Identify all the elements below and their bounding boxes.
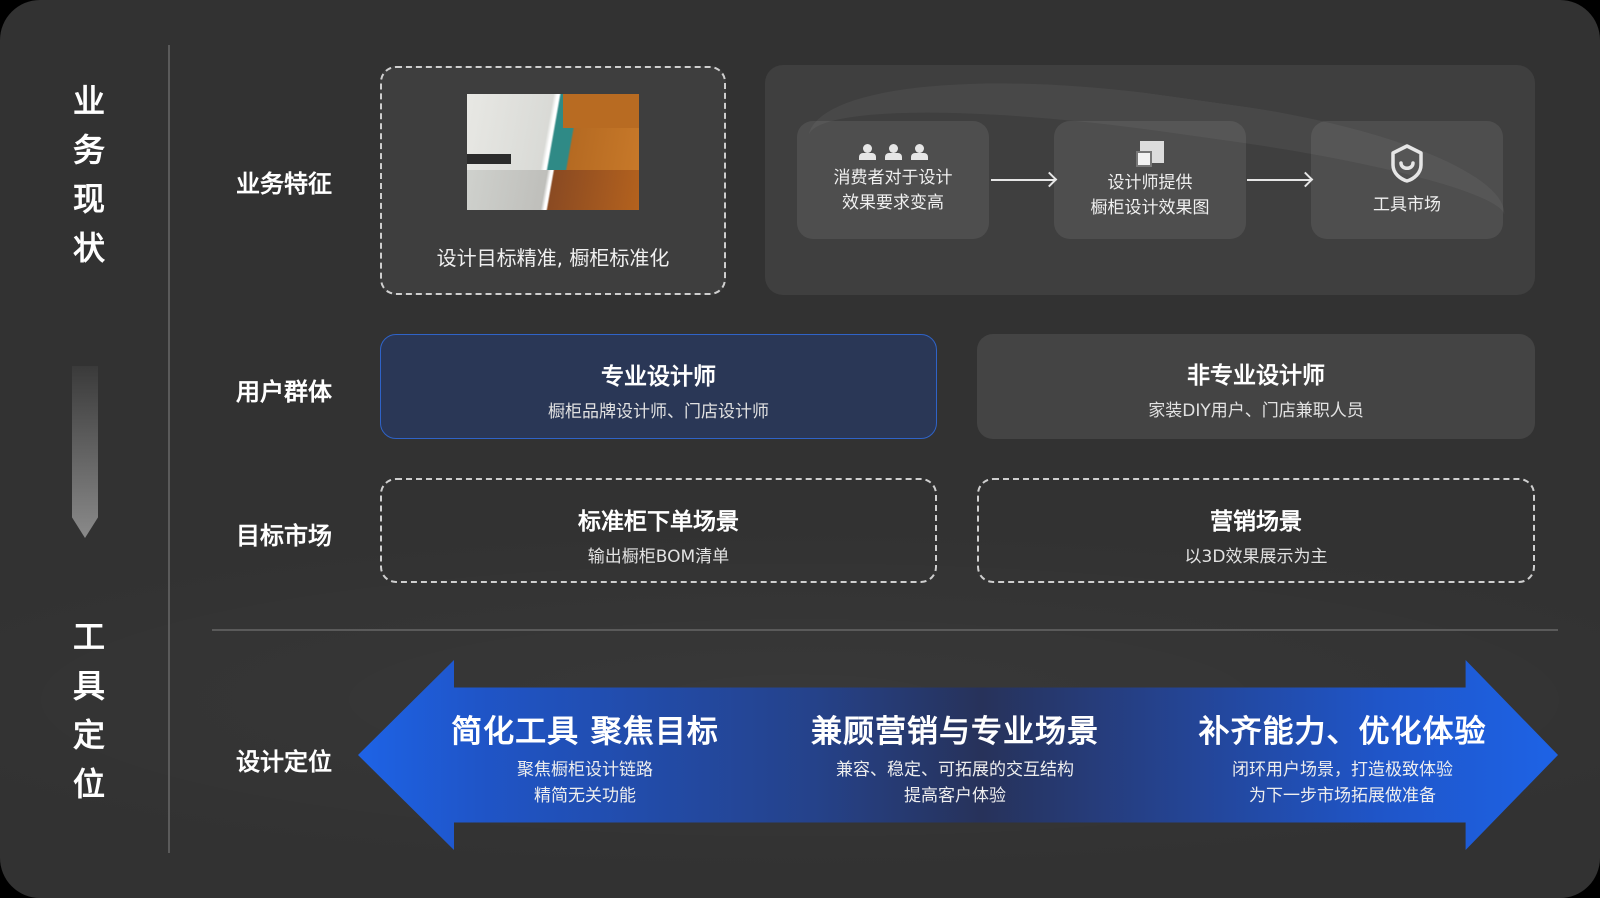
- positioning-block-improve: 补齐能力、优化体验 闭环用户场景，打造极致体验 为下一步市场拓展做准备: [1170, 706, 1515, 809]
- market-title: 标准柜下单场景: [578, 509, 739, 535]
- positioning-title: 补齐能力、优化体验: [1198, 714, 1487, 750]
- positioning-title: 兼顾营销与专业场景: [811, 714, 1099, 750]
- floor-plan-icon: [1134, 139, 1166, 167]
- market-card-marketing: 营销场景 以3D效果展示为主: [977, 478, 1535, 583]
- positioning-line1: 兼容、稳定、可拓展的交互结构: [836, 760, 1074, 780]
- section-title-business-status: 业务现状: [62, 84, 106, 280]
- positioning-line2: 精简无关功能: [534, 786, 636, 806]
- flow-step-text-line2: 效果要求变高: [842, 193, 944, 213]
- positioning-title: 简化工具 聚焦目标: [451, 714, 719, 750]
- double-arrow-banner: [358, 660, 1558, 850]
- positioning-line2: 提高客户体验: [904, 786, 1006, 806]
- user-group-title: 专业设计师: [601, 364, 716, 390]
- section-title-text: 业务现状: [68, 84, 106, 280]
- user-group-card-professional: 专业设计师 橱柜品牌设计师、门店设计师: [380, 334, 937, 439]
- row-label-target-market: 目标市场: [236, 522, 332, 550]
- image-card-caption: 设计目标精准, 橱柜标准化: [436, 246, 670, 270]
- user-group-subtitle: 家装DIY用户、门店兼职人员: [1148, 401, 1364, 421]
- users-icon: [858, 144, 928, 160]
- section-title-tool-positioning: 工具定位: [62, 620, 106, 816]
- row-label-user-groups: 用户群体: [236, 378, 332, 406]
- flow-step-consumer: 消费者对于设计 效果要求变高: [797, 121, 989, 239]
- positioning-line1: 聚焦橱柜设计链路: [517, 760, 653, 780]
- right-arrow-icon: [991, 179, 1055, 181]
- market-card-standard-order: 标准柜下单场景 输出橱柜BOM清单: [380, 478, 937, 583]
- right-arrow-icon: [1247, 179, 1311, 181]
- flow-step-text-line2: 橱柜设计效果图: [1090, 198, 1210, 218]
- flow-step-designer: 设计师提供 橱柜设计效果图: [1054, 121, 1246, 239]
- positioning-line2: 为下一步市场拓展做准备: [1249, 786, 1436, 806]
- flow-step-text-line1: 设计师提供: [1107, 173, 1193, 193]
- user-group-title: 非专业设计师: [1187, 363, 1325, 389]
- market-subtitle: 以3D效果展示为主: [1184, 547, 1328, 567]
- row-label-design-positioning: 设计定位: [236, 748, 332, 776]
- user-group-card-non-professional: 非专业设计师 家装DIY用户、门店兼职人员: [977, 334, 1535, 439]
- down-arrow-icon: [72, 366, 98, 538]
- flow-step-tool-market: 工具市场: [1311, 121, 1503, 239]
- positioning-block-simplify: 简化工具 聚焦目标 聚焦橱柜设计链路 精简无关功能: [430, 706, 740, 809]
- kitchen-comparison-image: [467, 94, 639, 210]
- flow-step-text-line1: 工具市场: [1373, 194, 1441, 215]
- vertical-divider: [168, 45, 170, 853]
- horizontal-divider: [212, 629, 1558, 631]
- flow-step-text-line1: 消费者对于设计: [833, 168, 953, 188]
- positioning-line1: 闭环用户场景，打造极致体验: [1232, 760, 1453, 780]
- shield-smile-icon: [1391, 143, 1423, 183]
- market-subtitle: 输出橱柜BOM清单: [587, 547, 730, 567]
- business-flow-panel: 消费者对于设计 效果要求变高 设计师提供 橱柜设计效果图 工具市场: [765, 65, 1535, 295]
- section-title-text: 工具定位: [68, 620, 106, 816]
- market-title: 营销场景: [1210, 509, 1302, 535]
- row-label-business-features: 业务特征: [236, 170, 332, 198]
- user-group-subtitle: 橱柜品牌设计师、门店设计师: [548, 402, 769, 422]
- positioning-block-balance: 兼顾营销与专业场景 兼容、稳定、可拓展的交互结构 提高客户体验: [790, 706, 1120, 809]
